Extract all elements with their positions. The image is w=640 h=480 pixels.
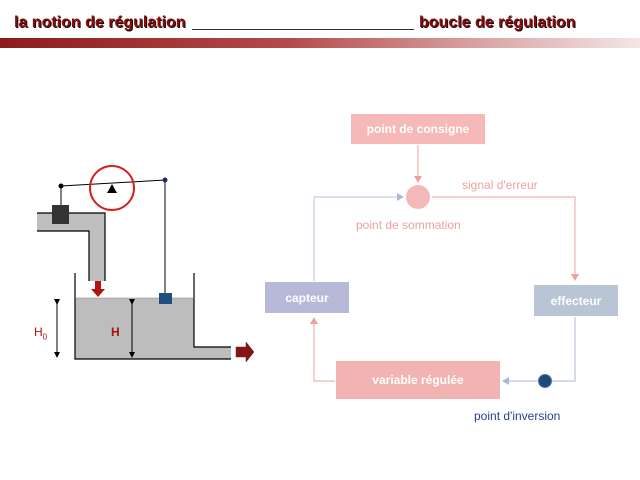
page-title-right: boucle de régulation <box>419 14 576 31</box>
inversion-point-label: point d'inversion <box>474 409 561 423</box>
h0-label-main: H <box>34 325 43 339</box>
sensor-box: capteur <box>265 282 349 313</box>
inversion-point-icon <box>538 374 552 388</box>
valve-linkage <box>58 177 168 293</box>
valve-actuator-icon <box>52 205 69 224</box>
feedback-arrow <box>310 317 335 382</box>
h0-label: H0 <box>34 325 47 341</box>
setpoint-box: point de consigne <box>351 114 485 144</box>
title-underline <box>192 29 414 30</box>
pivot-highlight-circle <box>89 165 135 211</box>
pivot-icon <box>107 184 117 193</box>
inflow-arrow-icon <box>91 281 105 297</box>
page-title-left: la notion de régulation <box>14 14 186 31</box>
h-label: H <box>111 325 120 339</box>
error-signal-label: signal d'erreur <box>462 178 538 192</box>
outflow-arrow-icon <box>235 341 255 363</box>
summing-point-label: point de sommation <box>356 218 461 232</box>
controlled-variable-box: variable régulée <box>336 361 500 399</box>
error-signal-arrow <box>432 196 579 281</box>
inlet-pipe <box>37 212 106 281</box>
float-icon <box>159 293 172 304</box>
actuator-box: effecteur <box>534 285 618 316</box>
h0-label-subscript: 0 <box>42 332 48 342</box>
header-band <box>0 38 640 48</box>
actuator-output-line <box>552 317 576 382</box>
measurement-arrow <box>313 193 404 281</box>
summing-point-icon <box>406 185 430 209</box>
